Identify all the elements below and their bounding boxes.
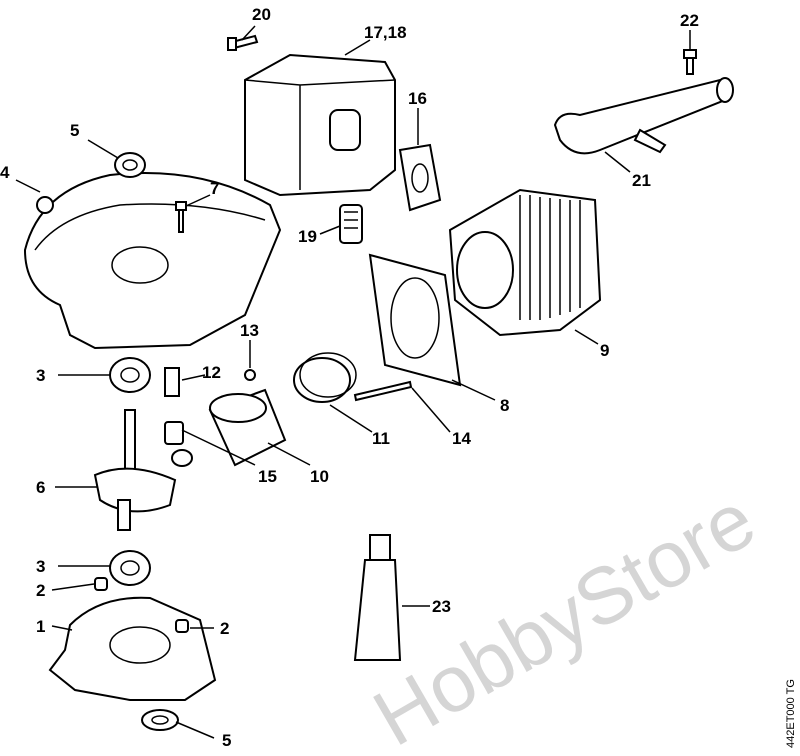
spark-arrestor xyxy=(339,204,363,244)
leader-line xyxy=(319,225,341,235)
screw-20 xyxy=(227,34,259,51)
crankcase-lower xyxy=(48,577,217,701)
part-number-label: 1 xyxy=(36,617,45,636)
gasket-16 xyxy=(398,143,442,212)
part-number-label: 2 xyxy=(220,619,229,638)
leader-line xyxy=(411,387,451,433)
grease-tube xyxy=(353,534,402,661)
leader-line xyxy=(329,404,373,433)
intake-tube xyxy=(553,77,734,155)
leader-line xyxy=(241,25,256,41)
leader-line xyxy=(51,625,73,631)
leader-line xyxy=(15,179,41,193)
part-number-label: 11 xyxy=(372,429,390,448)
leader-line xyxy=(181,374,206,381)
part-number-label: 5 xyxy=(70,121,79,140)
part-number-label: 5 xyxy=(222,731,231,750)
part-number-label: 12 xyxy=(202,363,221,382)
leader-line xyxy=(267,442,311,466)
part-number-label: 17,18 xyxy=(364,23,407,42)
part-number-label: 8 xyxy=(500,396,509,415)
cylinder-gasket xyxy=(368,253,462,387)
watermark: HobbyStore xyxy=(359,474,769,756)
bearings-and-seals xyxy=(109,152,179,731)
part-number-label: 6 xyxy=(36,478,45,497)
part-number-label: 3 xyxy=(36,366,45,385)
part-number-label: 2 xyxy=(36,581,45,600)
part-number-label: 20 xyxy=(252,5,271,24)
leader-line xyxy=(344,39,371,56)
leader-line xyxy=(604,151,631,173)
muffler xyxy=(244,53,396,197)
part-number-label: 14 xyxy=(452,429,471,448)
screw-22 xyxy=(683,49,697,75)
cylinder xyxy=(448,188,602,337)
leader-line xyxy=(87,139,119,159)
part-number-label: 22 xyxy=(680,11,699,30)
part-number-label: 3 xyxy=(36,557,45,576)
part-number-label: 7 xyxy=(210,179,219,198)
drawing-code: 442ET000 TG xyxy=(785,679,797,748)
part-number-label: 10 xyxy=(310,467,329,486)
part-number-label: 13 xyxy=(240,321,259,340)
crankshaft xyxy=(93,409,177,531)
leader-line xyxy=(181,429,256,466)
part-number-label: 21 xyxy=(632,171,651,190)
leader-line xyxy=(574,329,599,345)
part-number-label: 4 xyxy=(0,163,10,182)
leader-line xyxy=(185,194,211,207)
part-number-label: 19 xyxy=(298,227,317,246)
part-number-label: 16 xyxy=(408,89,427,108)
part-number-label: 15 xyxy=(258,467,277,486)
piston-parts xyxy=(164,352,413,467)
part-number-label: 9 xyxy=(600,341,609,360)
part-number-label: 23 xyxy=(432,597,451,616)
leader-line xyxy=(175,721,215,739)
crankcase-half xyxy=(23,172,282,350)
leader-line xyxy=(51,583,95,591)
leader-line xyxy=(451,379,496,401)
